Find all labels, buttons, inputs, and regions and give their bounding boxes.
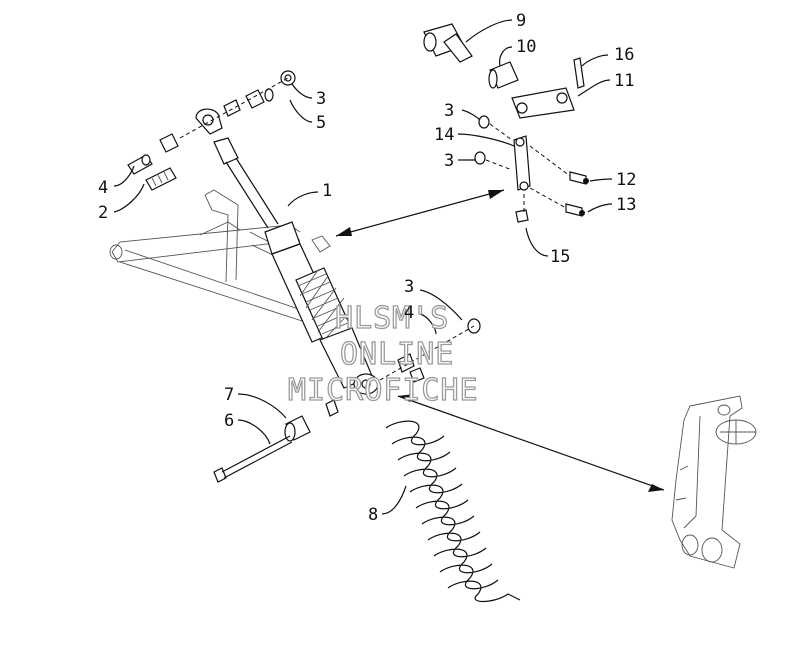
callout-10: 10 <box>516 37 536 57</box>
chassis-bracket <box>671 395 757 569</box>
callout-3-lower: 3 <box>404 277 414 297</box>
callout-16: 16 <box>614 45 634 65</box>
callout-4-upper: 4 <box>98 178 108 198</box>
callout-6: 6 <box>224 411 234 431</box>
lower-mount-hardware <box>213 318 481 483</box>
callout-1: 1 <box>322 181 332 201</box>
callout-14: 14 <box>434 125 454 145</box>
watermark: HLSM'S ONLINE MICROFICHE <box>287 300 479 408</box>
callout-5: 5 <box>316 113 326 133</box>
callout-3-middle-right: 3 <box>444 151 454 171</box>
callout-15: 15 <box>550 247 570 267</box>
callout-9: 9 <box>516 11 526 31</box>
callout-7: 7 <box>224 385 234 405</box>
callout-11: 11 <box>614 71 634 91</box>
callout-numbers: 1 2 3 3 3 3 4 4 5 6 7 8 9 10 11 12 13 14… <box>98 11 636 525</box>
upper-linkage <box>423 23 589 223</box>
leader-lines <box>113 19 613 515</box>
shock-body <box>264 221 379 395</box>
shock-upper-rod <box>195 108 279 229</box>
callout-3-upper-left: 3 <box>316 89 326 109</box>
callout-2: 2 <box>98 203 108 223</box>
upper-mount-hardware <box>127 70 296 191</box>
watermark-line-3: MICROFICHE <box>288 373 479 408</box>
coil-spring <box>385 420 521 603</box>
callout-3-upper-right: 3 <box>444 101 454 121</box>
watermark-line-1: HLSM'S <box>335 301 449 336</box>
callout-4-lower: 4 <box>404 303 414 323</box>
callout-12: 12 <box>616 170 636 190</box>
shock-spring-sleeve-knurl <box>295 267 353 343</box>
watermark-line-2: ONLINE <box>340 337 454 372</box>
callout-13: 13 <box>616 195 636 215</box>
callout-8: 8 <box>368 505 378 525</box>
reference-arrows <box>335 189 665 492</box>
